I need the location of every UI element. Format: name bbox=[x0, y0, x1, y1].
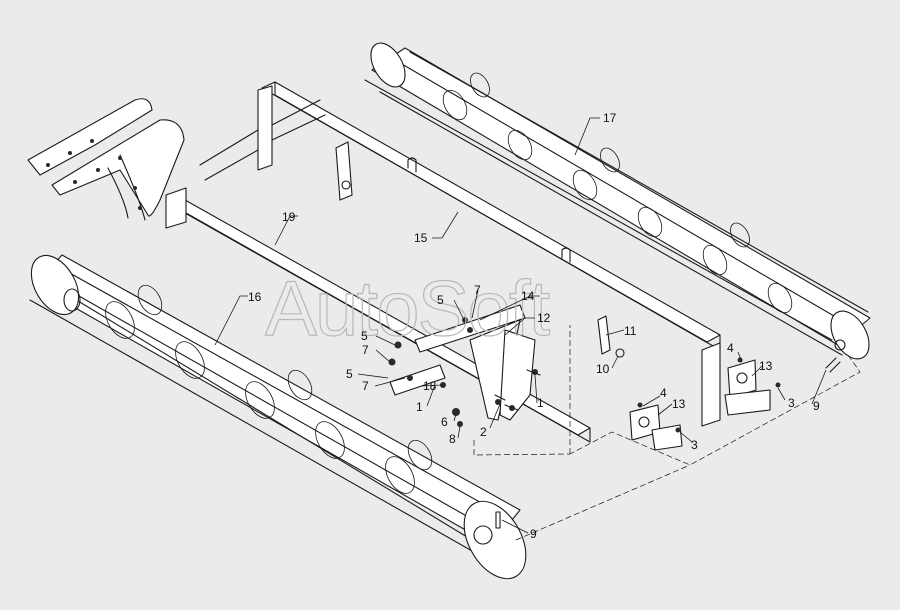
callout-5b: 5 bbox=[361, 329, 368, 343]
callout-18: 18 bbox=[423, 379, 437, 393]
callout-10: 10 bbox=[596, 362, 610, 376]
callout-12: 12 bbox=[537, 311, 551, 325]
hitch-arms bbox=[27, 98, 185, 221]
callout-16: 16 bbox=[248, 290, 262, 304]
callout-1b: 1 bbox=[537, 396, 544, 410]
callout-7a: 7 bbox=[474, 283, 481, 297]
callout-5c: 5 bbox=[346, 367, 353, 381]
callout-2: 2 bbox=[480, 425, 487, 439]
callout-1a: 1 bbox=[416, 400, 423, 414]
callout-5a: 5 bbox=[437, 293, 444, 307]
callout-17: 17 bbox=[603, 111, 617, 125]
bearing-housings bbox=[629, 357, 841, 451]
callout-4b: 4 bbox=[660, 386, 667, 400]
callout-11: 11 bbox=[624, 324, 637, 338]
callout-3a: 3 bbox=[788, 396, 795, 410]
callout-14: 14 bbox=[521, 289, 535, 303]
callout-13a: 13 bbox=[759, 359, 773, 373]
mounting-bracket-assembly bbox=[388, 304, 541, 427]
callout-7c: 7 bbox=[362, 379, 369, 393]
callout-13b: 13 bbox=[672, 397, 686, 411]
rear-packer-roller bbox=[364, 42, 871, 360]
callout-8: 8 bbox=[449, 432, 456, 446]
callout-15: 15 bbox=[414, 231, 428, 245]
assembly-guide-lines bbox=[473, 325, 861, 541]
callout-7b: 7 bbox=[362, 343, 369, 357]
callout-4a: 4 bbox=[727, 341, 734, 355]
callout-labels: 17 19 15 16 5 7 14 12 5 7 5 7 18 1 6 8 2… bbox=[248, 111, 820, 541]
callout-19: 19 bbox=[282, 210, 296, 224]
front-packer-roller bbox=[29, 254, 527, 580]
callout-6: 6 bbox=[441, 415, 448, 429]
callout-9a: 9 bbox=[813, 399, 820, 413]
watermark: AutoSoft bbox=[265, 264, 551, 352]
callout-3b: 3 bbox=[691, 438, 698, 452]
callout-9b: 9 bbox=[530, 527, 537, 541]
callout-leaders bbox=[214, 117, 827, 534]
